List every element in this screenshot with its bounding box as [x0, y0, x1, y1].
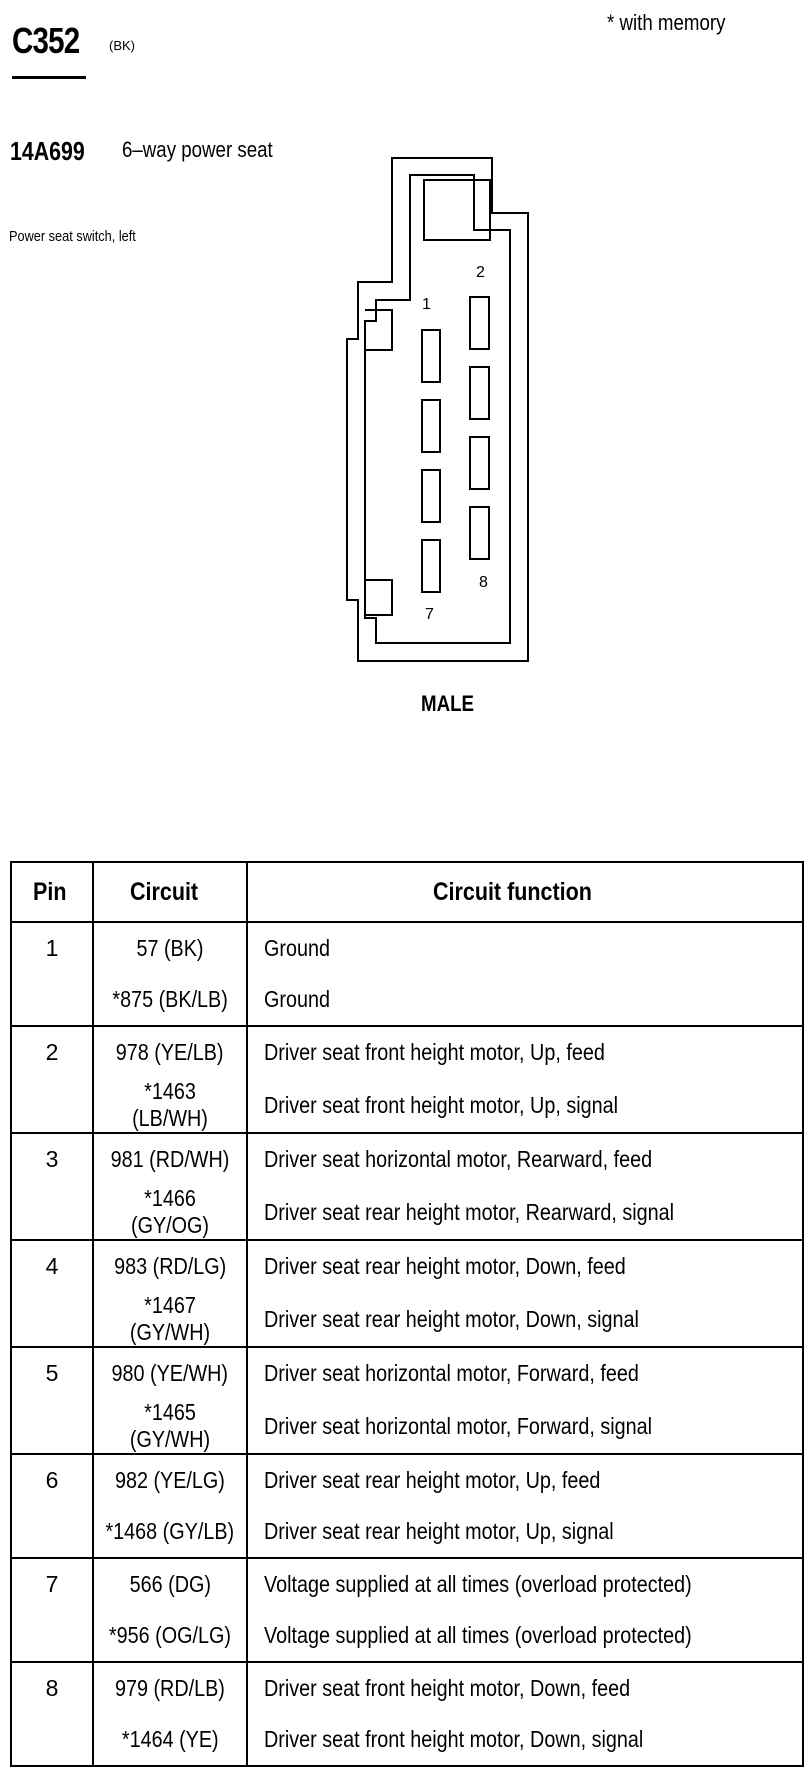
circuit-function-cell: Driver seat rear height motor, Rearward,…: [246, 1185, 804, 1241]
circuit-function-cell: Driver seat rear height motor, Down, sig…: [246, 1292, 804, 1348]
header-circuit-function: Circuit function: [246, 861, 804, 923]
pin-number: 2: [10, 1025, 94, 1134]
connector-id-underline: [12, 76, 86, 79]
circuit-cell: 980 (YE/WH): [92, 1346, 248, 1399]
circuit-function-cell: Driver seat front height motor, Down, si…: [246, 1714, 804, 1767]
table-row: 1 57 (BK) Ground: [10, 921, 804, 1027]
component-description: Power seat switch, left: [9, 228, 136, 245]
pin-number: 4: [10, 1239, 94, 1348]
pin-label-1: 1: [422, 296, 431, 313]
circuit-function-cell: Driver seat rear height motor, Up, feed: [246, 1453, 804, 1506]
table-row: 5 980 (YE/WH) Driver seat horizontal mot…: [10, 1346, 804, 1455]
circuit-function-cell: Ground: [246, 974, 804, 1027]
circuit-function-cell: Driver seat rear height motor, Down, fee…: [246, 1239, 804, 1292]
pin-number: 6: [10, 1453, 94, 1559]
connector-side-notch-top: [365, 309, 393, 351]
pin-cavity: [421, 539, 441, 593]
circuit-cell: 981 (RD/WH): [92, 1132, 248, 1185]
pin-number: 8: [10, 1661, 94, 1767]
connector-id: C352: [12, 20, 80, 61]
circuit-cell: *1467 (GY/WH): [92, 1292, 248, 1348]
circuit-cell: 982 (YE/LG): [92, 1453, 248, 1506]
circuit-function-cell: Ground: [246, 921, 804, 974]
table-row: 7 566 (DG) Voltage supplied at all times…: [10, 1557, 804, 1663]
header-pin: Pin: [10, 861, 94, 923]
pin-cavity: [421, 329, 441, 383]
circuit-function-cell: Driver seat rear height motor, Up, signa…: [246, 1506, 804, 1559]
circuit-function-cell: Voltage supplied at all times (overload …: [246, 1610, 804, 1663]
circuit-cell: 57 (BK): [92, 921, 248, 974]
circuit-cell: 978 (YE/LB): [92, 1025, 248, 1078]
pin-cavity: [421, 469, 441, 523]
connector-diagram: 1 2 7 8: [346, 157, 529, 662]
circuit-function-cell: Driver seat horizontal motor, Forward, f…: [246, 1346, 804, 1399]
part-description: 6–way power seat: [122, 137, 273, 162]
circuit-cell: *1465 (GY/WH): [92, 1399, 248, 1455]
connector-side-notch-bottom: [365, 579, 393, 616]
circuit-cell: *875 (BK/LB): [92, 974, 248, 1027]
connector-latch: [423, 179, 491, 241]
table-row: 2 978 (YE/LB) Driver seat front height m…: [10, 1025, 804, 1134]
circuit-function-cell: Driver seat front height motor, Down, fe…: [246, 1661, 804, 1714]
table-row: 6 982 (YE/LG) Driver seat rear height mo…: [10, 1453, 804, 1559]
header-circuit: Circuit: [92, 861, 248, 923]
pin-cavity: [469, 366, 490, 420]
pin-number: 3: [10, 1132, 94, 1241]
pin-number: 7: [10, 1557, 94, 1663]
circuit-cell: 983 (RD/LG): [92, 1239, 248, 1292]
table-row: 8 979 (RD/LB) Driver seat front height m…: [10, 1661, 804, 1767]
connector-gender-label: MALE: [421, 691, 474, 716]
circuit-cell: 566 (DG): [92, 1557, 248, 1610]
pin-table: Pin Circuit Circuit function 1 57 (BK) G…: [10, 861, 804, 1767]
pin-cavity: [469, 436, 490, 490]
pin-number: 1: [10, 921, 94, 1027]
pin-label-8: 8: [479, 574, 488, 591]
table-row: *1468 (GY/LB) Driver seat rear height mo…: [11, 1506, 804, 1559]
circuit-function-cell: Driver seat front height motor, Up, feed: [246, 1025, 804, 1078]
circuit-cell: *956 (OG/LG): [92, 1610, 248, 1663]
pin-cavity: [421, 399, 441, 453]
part-number: 14A699: [10, 136, 85, 166]
circuit-cell: *1463 (LB/WH): [92, 1078, 248, 1134]
table-row: *1464 (YE) Driver seat front height moto…: [11, 1714, 804, 1767]
pin-label-7: 7: [425, 606, 434, 623]
table-row: *1466 (GY/OG) Driver seat rear height mo…: [11, 1185, 804, 1241]
table-row: *1467 (GY/WH) Driver seat rear height mo…: [11, 1292, 804, 1348]
table-row: *1463 (LB/WH) Driver seat front height m…: [11, 1078, 804, 1134]
table-row: *1465 (GY/WH) Driver seat horizontal mot…: [11, 1399, 804, 1455]
pin-table-header: Pin Circuit Circuit function: [10, 861, 804, 923]
circuit-function-cell: Driver seat front height motor, Up, sign…: [246, 1078, 804, 1134]
table-row: 3 981 (RD/WH) Driver seat horizontal mot…: [10, 1132, 804, 1241]
circuit-cell: 979 (RD/LB): [92, 1661, 248, 1714]
circuit-cell: *1466 (GY/OG): [92, 1185, 248, 1241]
table-row: 4 983 (RD/LG) Driver seat rear height mo…: [10, 1239, 804, 1348]
circuit-function-cell: Driver seat horizontal motor, Rearward, …: [246, 1132, 804, 1185]
connector-outer-outline: [346, 157, 529, 662]
memory-note: * with memory: [607, 10, 726, 35]
table-row: *875 (BK/LB) Ground: [11, 974, 804, 1027]
circuit-cell: *1464 (YE): [92, 1714, 248, 1767]
pin-number: 5: [10, 1346, 94, 1455]
pin-cavity: [469, 506, 490, 560]
connector-color: (BK): [109, 38, 135, 53]
circuit-function-cell: Driver seat horizontal motor, Forward, s…: [246, 1399, 804, 1455]
table-row: *956 (OG/LG) Voltage supplied at all tim…: [11, 1610, 804, 1663]
circuit-cell: *1468 (GY/LB): [92, 1506, 248, 1559]
pin-label-2: 2: [476, 264, 485, 281]
circuit-function-cell: Voltage supplied at all times (overload …: [246, 1557, 804, 1610]
pin-cavity: [469, 296, 490, 350]
connector-inner-outline: [364, 174, 511, 644]
